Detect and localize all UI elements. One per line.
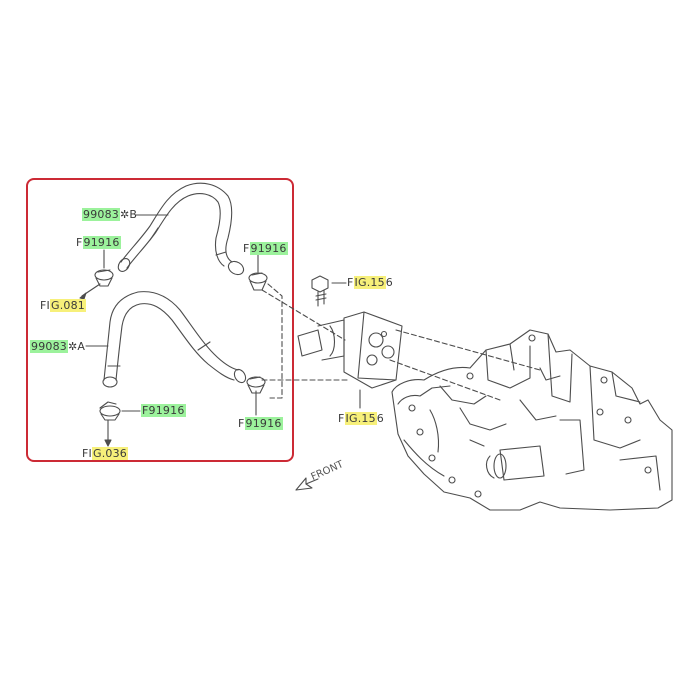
clamp-upper-right bbox=[248, 272, 268, 291]
label-fig-036: FIG.036 bbox=[82, 447, 129, 460]
label-fig-081: FIG.081 bbox=[40, 299, 87, 312]
label-clamp-upper-right: F91916 bbox=[243, 242, 288, 255]
label-clamp-upper-left: F91916 bbox=[76, 236, 121, 249]
bolt bbox=[311, 275, 347, 307]
front-arrow-icon bbox=[295, 477, 319, 491]
label-clamp-lower-right: F91916 bbox=[238, 417, 283, 430]
clamp-upper-left bbox=[94, 269, 114, 287]
label-clamp-lower-left: F91916 bbox=[141, 404, 186, 417]
hose-group-frame bbox=[26, 178, 294, 462]
label-hose-b: 99083✲B bbox=[82, 208, 138, 221]
label-fig-156-bolt: FIG.156 bbox=[347, 276, 393, 289]
label-fig-156-cooler: FIG.156 bbox=[338, 412, 384, 425]
transmission-case bbox=[391, 329, 673, 511]
label-hose-a: 99083✲A bbox=[30, 340, 86, 353]
cooler-unit bbox=[297, 311, 403, 409]
upper-hose bbox=[117, 182, 245, 276]
lower-hose bbox=[102, 291, 247, 388]
clamp-lower-left bbox=[99, 401, 121, 421]
